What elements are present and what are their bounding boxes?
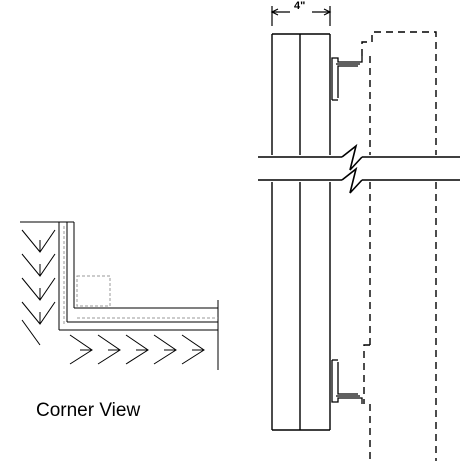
lower-clip-bracket [331,359,363,404]
dimension-label: 4" [294,0,306,12]
corner-bracket-dashed [63,226,218,326]
corner-view-caption: Corner View [36,400,141,421]
dimension-line [270,6,332,26]
corner-wall-hatching [21,229,56,346]
upper-clip-bracket [331,56,363,101]
hidden-structure-dashed [361,31,437,461]
corner-view-drawing [20,221,219,370]
panel-lower [271,182,331,431]
corner-floor-hatching [69,334,205,365]
panel-upper [271,33,331,155]
break-lines [258,143,460,194]
section-view-drawing [258,6,460,461]
